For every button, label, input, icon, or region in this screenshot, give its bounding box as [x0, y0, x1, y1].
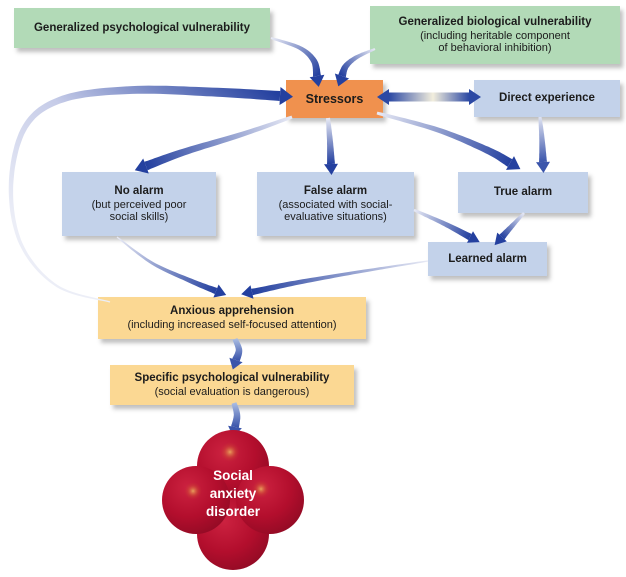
node-false-alarm: False alarm (associated with social- eva… [257, 172, 414, 236]
arrow-true-alarm-to-learned-alarm [494, 212, 525, 246]
node-label: Anxious apprehension [170, 305, 294, 318]
node-label: False alarm [303, 184, 368, 197]
node-no-alarm: No alarm (but perceived poor social skil… [62, 172, 216, 236]
node-true-alarm: True alarm [458, 172, 588, 213]
node-label: No alarm [114, 184, 164, 197]
node-label: Social [213, 468, 253, 483]
arrow-learned-alarm-to-anxious [241, 260, 429, 299]
node-learned-alarm: Learned alarm [428, 242, 547, 276]
node-subtext: social skills) [109, 211, 169, 224]
node-subtext: (but perceived poor [91, 198, 187, 211]
blob-petal-right [236, 466, 304, 534]
node-label: anxiety [209, 485, 257, 501]
arrow-specific-to-disorder [228, 402, 242, 437]
node-label: Specific psychological vulnerability [134, 372, 330, 385]
arrow-false-alarm-to-learned-alarm [413, 208, 480, 243]
node-label: Generalized biological vulnerability [398, 15, 592, 28]
node-specific-psychological-vulnerability: Specific psychological vulnerability (so… [110, 365, 354, 405]
node-subtext: (social evaluation is dangerous) [154, 385, 310, 398]
arrow-stressors-to-true-alarm [376, 111, 521, 170]
arrow-stressors-to-no-alarm [134, 115, 293, 174]
node-label: disorder [205, 503, 260, 519]
blob-petal-left [162, 466, 230, 534]
blob-highlight [220, 442, 240, 462]
node-label: Learned alarm [448, 252, 527, 265]
node-direct-experience: Direct experience [474, 80, 620, 117]
blob-highlight [252, 480, 270, 498]
blob-petal-top [197, 430, 269, 502]
node-anxious-apprehension: Anxious apprehension (including increase… [98, 297, 366, 339]
node-label: Stressors [305, 91, 364, 106]
node-label: Direct experience [499, 92, 595, 105]
node-generalized-biological-vulnerability: Generalized biological vulnerability (in… [370, 6, 620, 64]
arrow-stressors-to-false-alarm [324, 117, 338, 175]
arrow-stressors-direct-experience-bidirectional [377, 89, 481, 105]
node-generalized-psychological-vulnerability: Generalized psychological vulnerability [14, 8, 270, 48]
blob-highlight [184, 482, 202, 500]
blob-petal-bottom [197, 498, 269, 570]
social-anxiety-disorder-blob [162, 430, 304, 570]
node-subtext: of behavioral inhibition) [438, 42, 552, 55]
arrow-direct-experience-to-true-alarm [536, 116, 550, 173]
node-label: True alarm [493, 186, 553, 199]
node-stressors: Stressors [286, 80, 383, 118]
node-social-anxiety-disorder: Social anxiety disorder [173, 467, 293, 520]
arrow-no-alarm-to-anxious [116, 236, 227, 298]
node-subtext: (including increased self-focused attent… [127, 318, 337, 331]
node-label: Generalized psychological vulnerability [33, 21, 250, 34]
node-subtext: (associated with social- [278, 198, 393, 211]
node-subtext: (including heritable component [420, 29, 570, 42]
node-subtext: evaluative situations) [284, 211, 387, 224]
